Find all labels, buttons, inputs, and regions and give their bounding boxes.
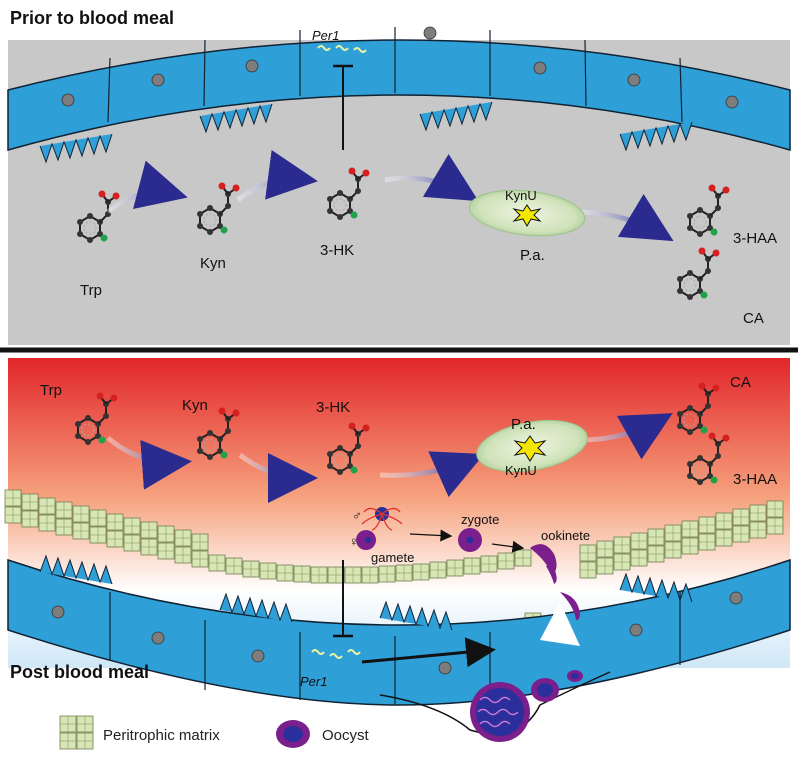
top-panel-title: Prior to blood meal: [10, 8, 174, 28]
gamete-label: gamete: [371, 550, 414, 565]
ookinete-label: ookinete: [541, 528, 590, 543]
top-bacterium: [468, 189, 586, 237]
top-arrow-3hk-pa: [384, 153, 479, 202]
male-symbol: ♂: [352, 508, 362, 523]
bottom-arrow-3hk-pa: [379, 451, 485, 498]
legend: Peritrophic matrix Oocyst: [59, 715, 370, 750]
bottom-per1-label: Per1: [300, 674, 327, 689]
top-nuclei: [61, 26, 739, 109]
top-kynu-label: KynU: [505, 188, 537, 203]
top-epithelium: [7, 39, 791, 151]
bottom-ca-label: CA: [730, 374, 751, 391]
bottom-arrow-trp-kyn: [106, 436, 192, 490]
top-ca-label: CA: [743, 310, 764, 327]
bottom-nuclei: [51, 591, 743, 675]
epithelium-gap: [540, 602, 580, 646]
zygote-nucleus: [466, 536, 474, 544]
ookinete-migrating: [546, 565, 557, 584]
top-trp-label: Trp: [80, 282, 102, 299]
legend-oocyst-label: Oocyst: [322, 727, 370, 744]
male-gamete: [361, 507, 403, 531]
bottom-per1-mrna-icon: [311, 649, 361, 659]
top-kyn-label: Kyn: [200, 255, 226, 272]
legend-matrix-label: Peritrophic matrix: [103, 727, 220, 744]
top-arrow-trp-kyn: [106, 160, 188, 214]
top-per1-mrna-icon: [317, 45, 367, 53]
bottom-3haa-label: 3-HAA: [733, 471, 777, 488]
small-oocyst-core: [571, 673, 579, 679]
bottom-3hk-label: 3-HK: [316, 399, 350, 416]
bottom-microvilli: [39, 554, 693, 631]
zygote-to-ookinete-arrow: [491, 540, 525, 553]
top-3hk-label: 3-HK: [320, 242, 354, 259]
top-arrow-pa-3haa: [574, 193, 674, 242]
bottom-epithelium: [7, 558, 791, 706]
bottom-pa-label: P.a.: [511, 416, 536, 433]
female-symbol: ♀: [349, 534, 359, 549]
legend-matrix-swatch: [59, 715, 94, 750]
top-panel: Prior to blood meal Per1 KynU P.a. Trp K…: [7, 8, 791, 345]
per1-to-matrix-arrow: [361, 637, 496, 668]
ookinete-crossing: [560, 592, 580, 620]
bottom-panel-title: Post blood meal: [10, 662, 149, 682]
top-arrow-kyn-3hk: [236, 150, 318, 202]
bottom-arrow-pa-ca: [581, 413, 673, 460]
top-per1-label: Per1: [312, 28, 339, 43]
medium-oocyst-core: [537, 683, 553, 697]
bottom-panel: Post blood meal Per1 P.a. KynU Trp Kyn 3…: [4, 358, 791, 742]
top-pa-label: P.a.: [520, 247, 545, 264]
top-3haa-label: 3-HAA: [733, 230, 777, 247]
bottom-bacterium: [476, 419, 588, 473]
top-cell-borders: [107, 27, 683, 123]
large-oocyst: [470, 682, 530, 742]
gamete-to-zygote-arrow: [409, 529, 453, 542]
female-gamete-nucleus: [365, 537, 371, 543]
bottom-kynu-label: KynU: [505, 463, 537, 478]
legend-oocyst-swatch: [276, 720, 310, 748]
top-kynu-burst-icon: [512, 204, 542, 228]
top-microvilli: [39, 101, 693, 164]
bottom-kynu-burst-icon: [513, 435, 547, 462]
bottom-arrow-kyn-3hk: [238, 452, 318, 503]
bottom-kyn-label: Kyn: [182, 397, 208, 414]
bottom-trp-label: Trp: [40, 382, 62, 399]
zygote-label: zygote: [461, 512, 499, 527]
